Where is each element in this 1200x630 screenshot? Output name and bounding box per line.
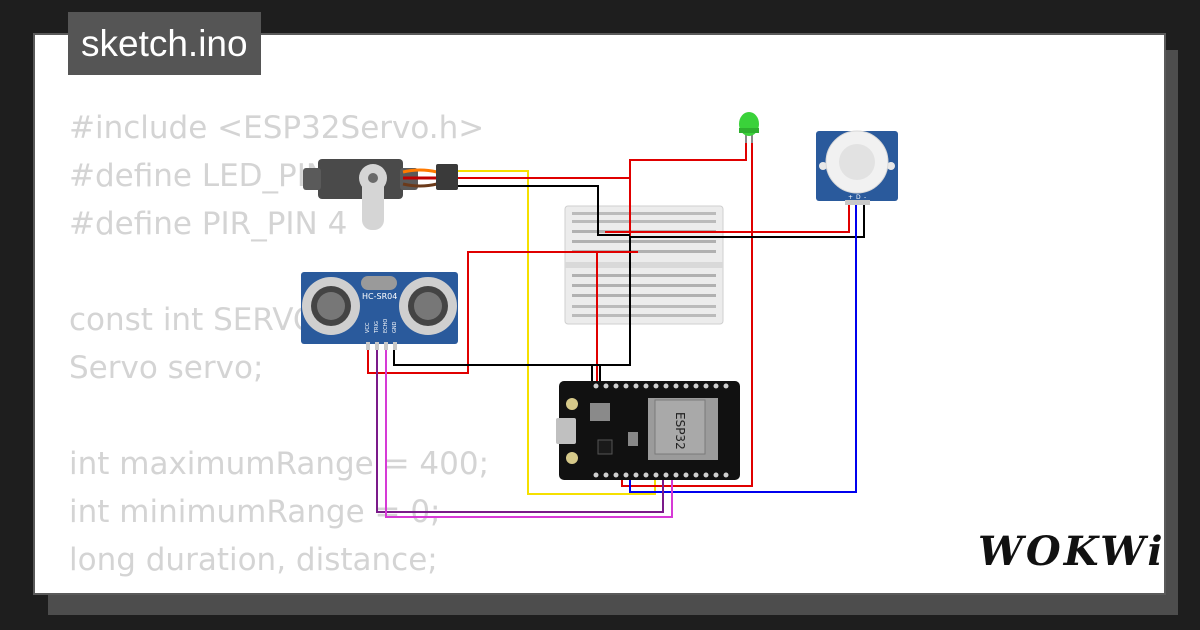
pir-pin-label: +	[848, 194, 853, 201]
pir-sensor-icon[interactable]: + D -	[816, 130, 898, 205]
red-wire	[621, 140, 753, 487]
red-wire	[605, 200, 850, 233]
ultrasonic-pin-label: ECHO	[383, 319, 389, 333]
red-wire	[367, 251, 638, 374]
wokwi-logo: WOKWi	[978, 528, 1166, 575]
led-icon[interactable]	[739, 112, 759, 143]
black-wire	[591, 200, 865, 386]
sketch-filename-tab[interactable]: sketch.ino	[68, 12, 261, 75]
code-line: int minimumRange = 0;	[69, 494, 441, 530]
magenta-wire	[385, 348, 673, 518]
ultrasonic-pin-label: VCC	[365, 322, 371, 333]
ultrasonic-pin-label: TRIG	[374, 321, 380, 334]
code-line: #define PIR_PIN 4	[69, 206, 348, 242]
code-line: long duration, distance;	[69, 542, 438, 578]
code-line: const int SERVO	[69, 302, 318, 338]
esp32-chip-label: ESP32	[673, 412, 687, 450]
wires	[367, 140, 865, 518]
ultrasonic-pin-label: GND	[392, 321, 398, 333]
code-line: Servo servo;	[69, 350, 264, 386]
preview-content: #include <ESP32Servo.h> #define LED_PIN …	[33, 33, 1166, 595]
ultrasonic-model-label: HC-SR04	[362, 292, 397, 301]
servo-motor-icon[interactable]	[303, 159, 458, 230]
yellow-wire	[455, 170, 656, 495]
pir-pin-label: D	[856, 194, 861, 201]
ultrasonic-sensor-icon[interactable]: HC-SR04 VCC TRIG ECHO GND	[301, 272, 458, 350]
code-line: int maximumRange = 400;	[69, 446, 490, 482]
purple-wire	[376, 348, 664, 513]
black-wire	[393, 348, 601, 386]
black-wire	[455, 185, 630, 236]
code-preview: #include <ESP32Servo.h> #define LED_PIN …	[69, 104, 489, 584]
code-line: #include <ESP32Servo.h>	[69, 110, 485, 146]
blue-wire	[629, 200, 857, 493]
esp32-board-icon[interactable]: ESP32	[556, 381, 740, 480]
red-wire	[629, 140, 747, 178]
pir-pin-label: -	[864, 194, 866, 201]
breadboard-icon[interactable]	[564, 205, 724, 325]
